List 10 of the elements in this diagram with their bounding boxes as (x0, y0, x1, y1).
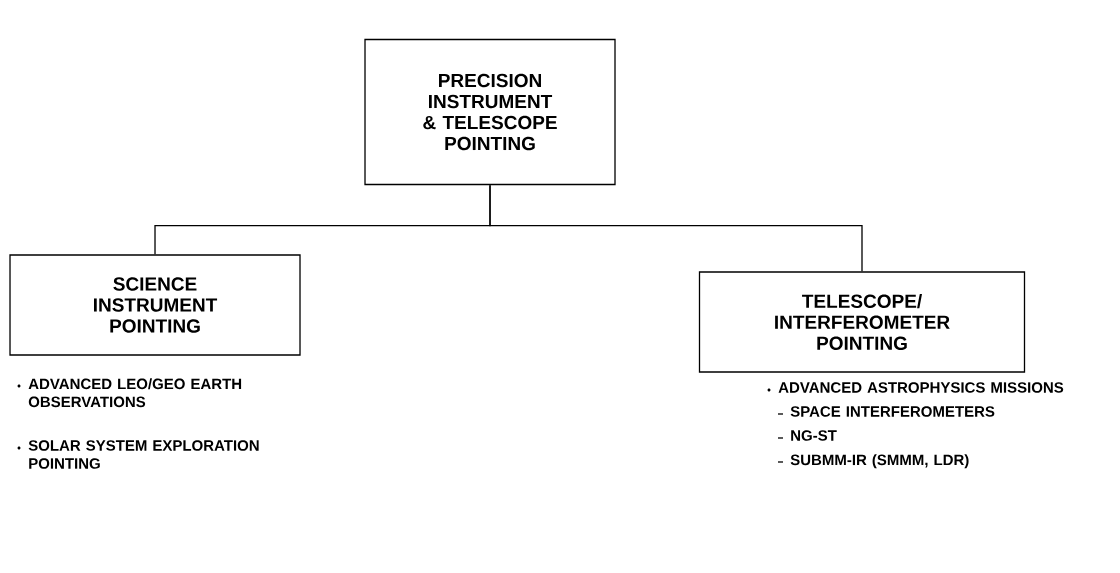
box: TELESCOPE/ INTERFEROMETER POINTING (698, 271, 1026, 373)
bullet-item: SPACE INTERFEROMETERS (790, 406, 995, 417)
box: SCIENCE INSTRUMENT POINTING (9, 254, 301, 356)
box: PRECISION INSTRUMENT & TELESCOPE POINTING (364, 38, 616, 186)
bullet-item: SUBMM-IR (SMMM, LDR) (790, 454, 969, 469)
connector-line (489, 184, 863, 272)
bullet-item: SOLAR SYSTEM EXPLORATION POINTING (28, 440, 259, 469)
bullet-item: ADVANCED ASTROPHYSICS MISSIONS (778, 382, 1064, 393)
bullet-item: NG-ST (791, 430, 837, 441)
bullet-item: ADVANCED LEO/GEO EARTH OBSERVATIONS (28, 378, 242, 408)
